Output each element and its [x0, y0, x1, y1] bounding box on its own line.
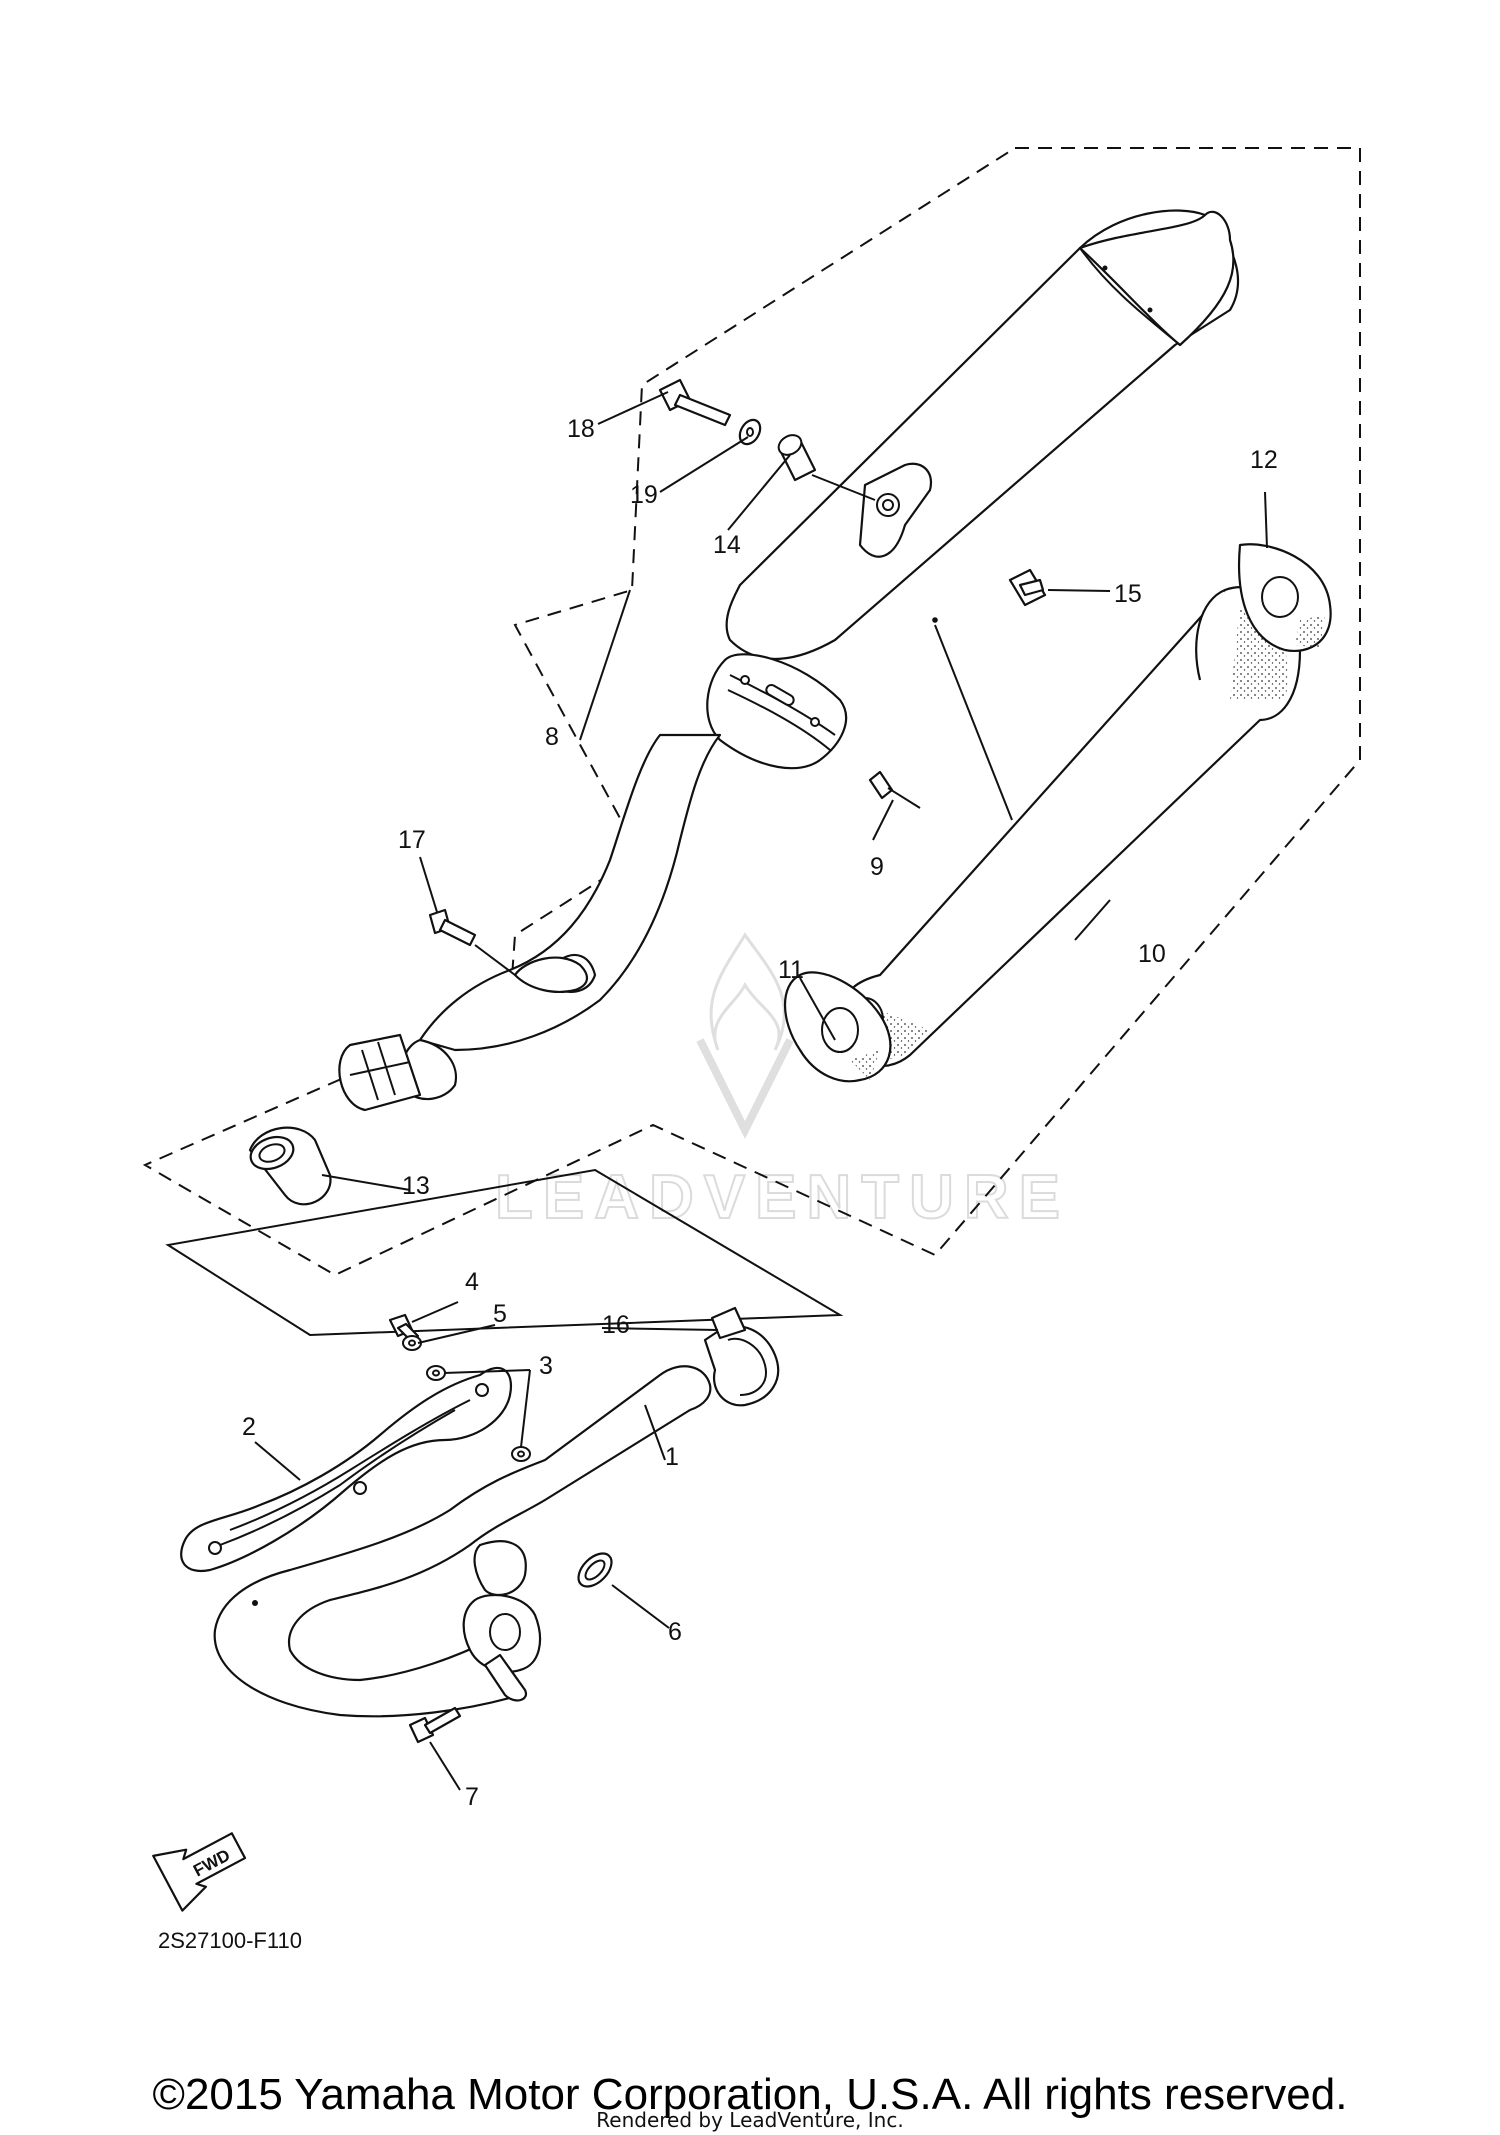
- clamp-16: [703, 1306, 780, 1407]
- part-label-3: 3: [539, 1352, 553, 1380]
- washer-3b: [511, 1446, 531, 1462]
- gasket-6: [577, 1552, 613, 1588]
- collar-14: [777, 434, 817, 482]
- bolt-18: [658, 378, 732, 427]
- washer-3a: [426, 1365, 446, 1381]
- header-pipe: [213, 1365, 712, 1718]
- part-label-12: 12: [1250, 446, 1278, 474]
- gasket-12: [1238, 543, 1332, 652]
- part-label-17: 17: [398, 826, 426, 854]
- leadventure-watermark: LEADVENTURE: [494, 932, 1070, 1233]
- part-label-19: 19: [630, 481, 658, 509]
- part-label-18: 18: [567, 415, 595, 443]
- part-label-13: 13: [402, 1172, 430, 1200]
- fwd-arrow-icon: FWD: [152, 1832, 247, 1912]
- copyright-notice: ©2015 Yamaha Motor Corporation, U.S.A. A…: [152, 2070, 1348, 2119]
- part-label-7: 7: [465, 1783, 479, 1811]
- watermark-text: LEADVENTURE: [495, 1163, 1070, 1232]
- part-label-6: 6: [668, 1618, 682, 1646]
- heat-protector: [180, 1366, 513, 1573]
- part-label-15: 15: [1114, 580, 1142, 608]
- part-label-4: 4: [465, 1268, 479, 1296]
- leader-lines: [254, 391, 1268, 1791]
- muffler-packing: [838, 586, 1302, 1068]
- part-label-8: 8: [545, 723, 559, 751]
- part-label-14: 14: [713, 531, 741, 559]
- part-label-9: 9: [870, 853, 884, 881]
- muffler-assembly-outline: [142, 147, 1361, 1277]
- rivet-9: [868, 770, 921, 809]
- bolt-17: [428, 908, 477, 947]
- joint-sleeve-13: [248, 1126, 332, 1206]
- part-label-10: 10: [1138, 940, 1166, 968]
- diagram-code: 2S27100-F110: [158, 1928, 302, 1953]
- part-label-1: 1: [665, 1443, 679, 1471]
- part-label-2: 2: [242, 1413, 256, 1441]
- bolt-15: [1008, 568, 1047, 607]
- washer-5: [402, 1335, 422, 1351]
- muffler-body: [338, 209, 1240, 1112]
- bolt-7: [408, 1706, 462, 1744]
- part-label-11: 11: [778, 956, 804, 984]
- header-group-outline: [165, 1168, 844, 1337]
- part-label-16: 16: [602, 1311, 630, 1339]
- rendered-by-credit: Rendered by LeadVenture, Inc.: [596, 2108, 904, 2132]
- part-label-5: 5: [493, 1300, 507, 1328]
